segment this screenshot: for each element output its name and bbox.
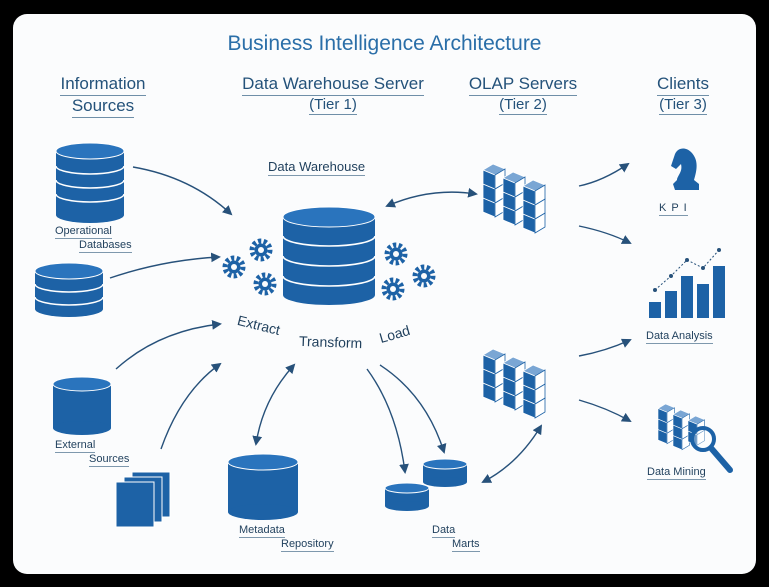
label-metadata-repository: Metadata Repository [239,524,334,552]
data-analysis-chart-icon [649,248,725,318]
operational-text-1: Operational [55,225,112,239]
marts-text-2: Marts [452,538,480,552]
clients-header-line2: (Tier 3) [659,96,707,115]
operational-text-2: Databases [79,239,132,253]
label-data-analysis: Data Analysis [646,330,713,344]
diagram-title: Business Intelligence Architecture [227,32,542,55]
external-text-2: Sources [89,453,130,467]
column-header-olap: OLAP Servers (Tier 2) [453,74,593,115]
column-header-sources: Information Sources [33,74,173,118]
operational-database-icon-1 [55,142,125,223]
column-header-dw: Data Warehouse Server (Tier 1) [218,74,448,115]
sources-header-line1: Information [60,74,146,96]
data-mart-icon-2 [384,482,430,511]
olap-header-line2: (Tier 2) [499,96,547,115]
label-kpi: K P I [659,202,688,216]
data-mining-text: Data Mining [647,466,706,480]
magnifier-icon [690,426,733,473]
gears-right-icon [384,245,433,298]
metadata-repository-icon [227,453,299,520]
metadata-text-1: Metadata [239,524,285,538]
kpi-knight-icon [671,148,699,190]
kpi-text: K P I [659,202,688,216]
olap-cube-icon-1 [482,163,546,234]
data-warehouse-icon [282,206,376,305]
data-mart-icon-1 [422,458,468,487]
dw-header-line2: (Tier 1) [309,96,357,115]
flow-arrows [109,162,632,483]
etl-transform: Transform [298,332,363,352]
document-stack-icon [115,471,171,528]
column-header-clients: Clients (Tier 3) [623,74,743,115]
gears-left-icon [225,241,274,293]
diagram-graphics [34,142,733,528]
label-external-sources: External Sources [55,439,130,467]
data-analysis-text: Data Analysis [646,330,713,344]
metadata-text-2: Repository [281,538,334,552]
label-data-marts: Data Marts [432,524,480,552]
dw-header-line1: Data Warehouse Server [242,74,424,96]
label-data-mining: Data Mining [647,466,706,480]
diagram-canvas: Business Intelligence Architecture Infor… [13,14,756,574]
sources-header-line2: Sources [71,96,135,118]
external-text-1: External [55,439,96,453]
clients-header-line1: Clients [657,74,709,96]
label-operational-databases: Operational Databases [55,225,132,253]
operational-database-icon-2 [34,262,104,317]
marts-text-1: Data [432,524,456,538]
olap-header-line1: OLAP Servers [468,74,578,96]
label-data-warehouse: Data Warehouse [268,159,366,176]
olap-cube-icon-2 [482,348,546,419]
external-database-icon [52,376,112,435]
data-warehouse-text: Data Warehouse [268,159,366,176]
